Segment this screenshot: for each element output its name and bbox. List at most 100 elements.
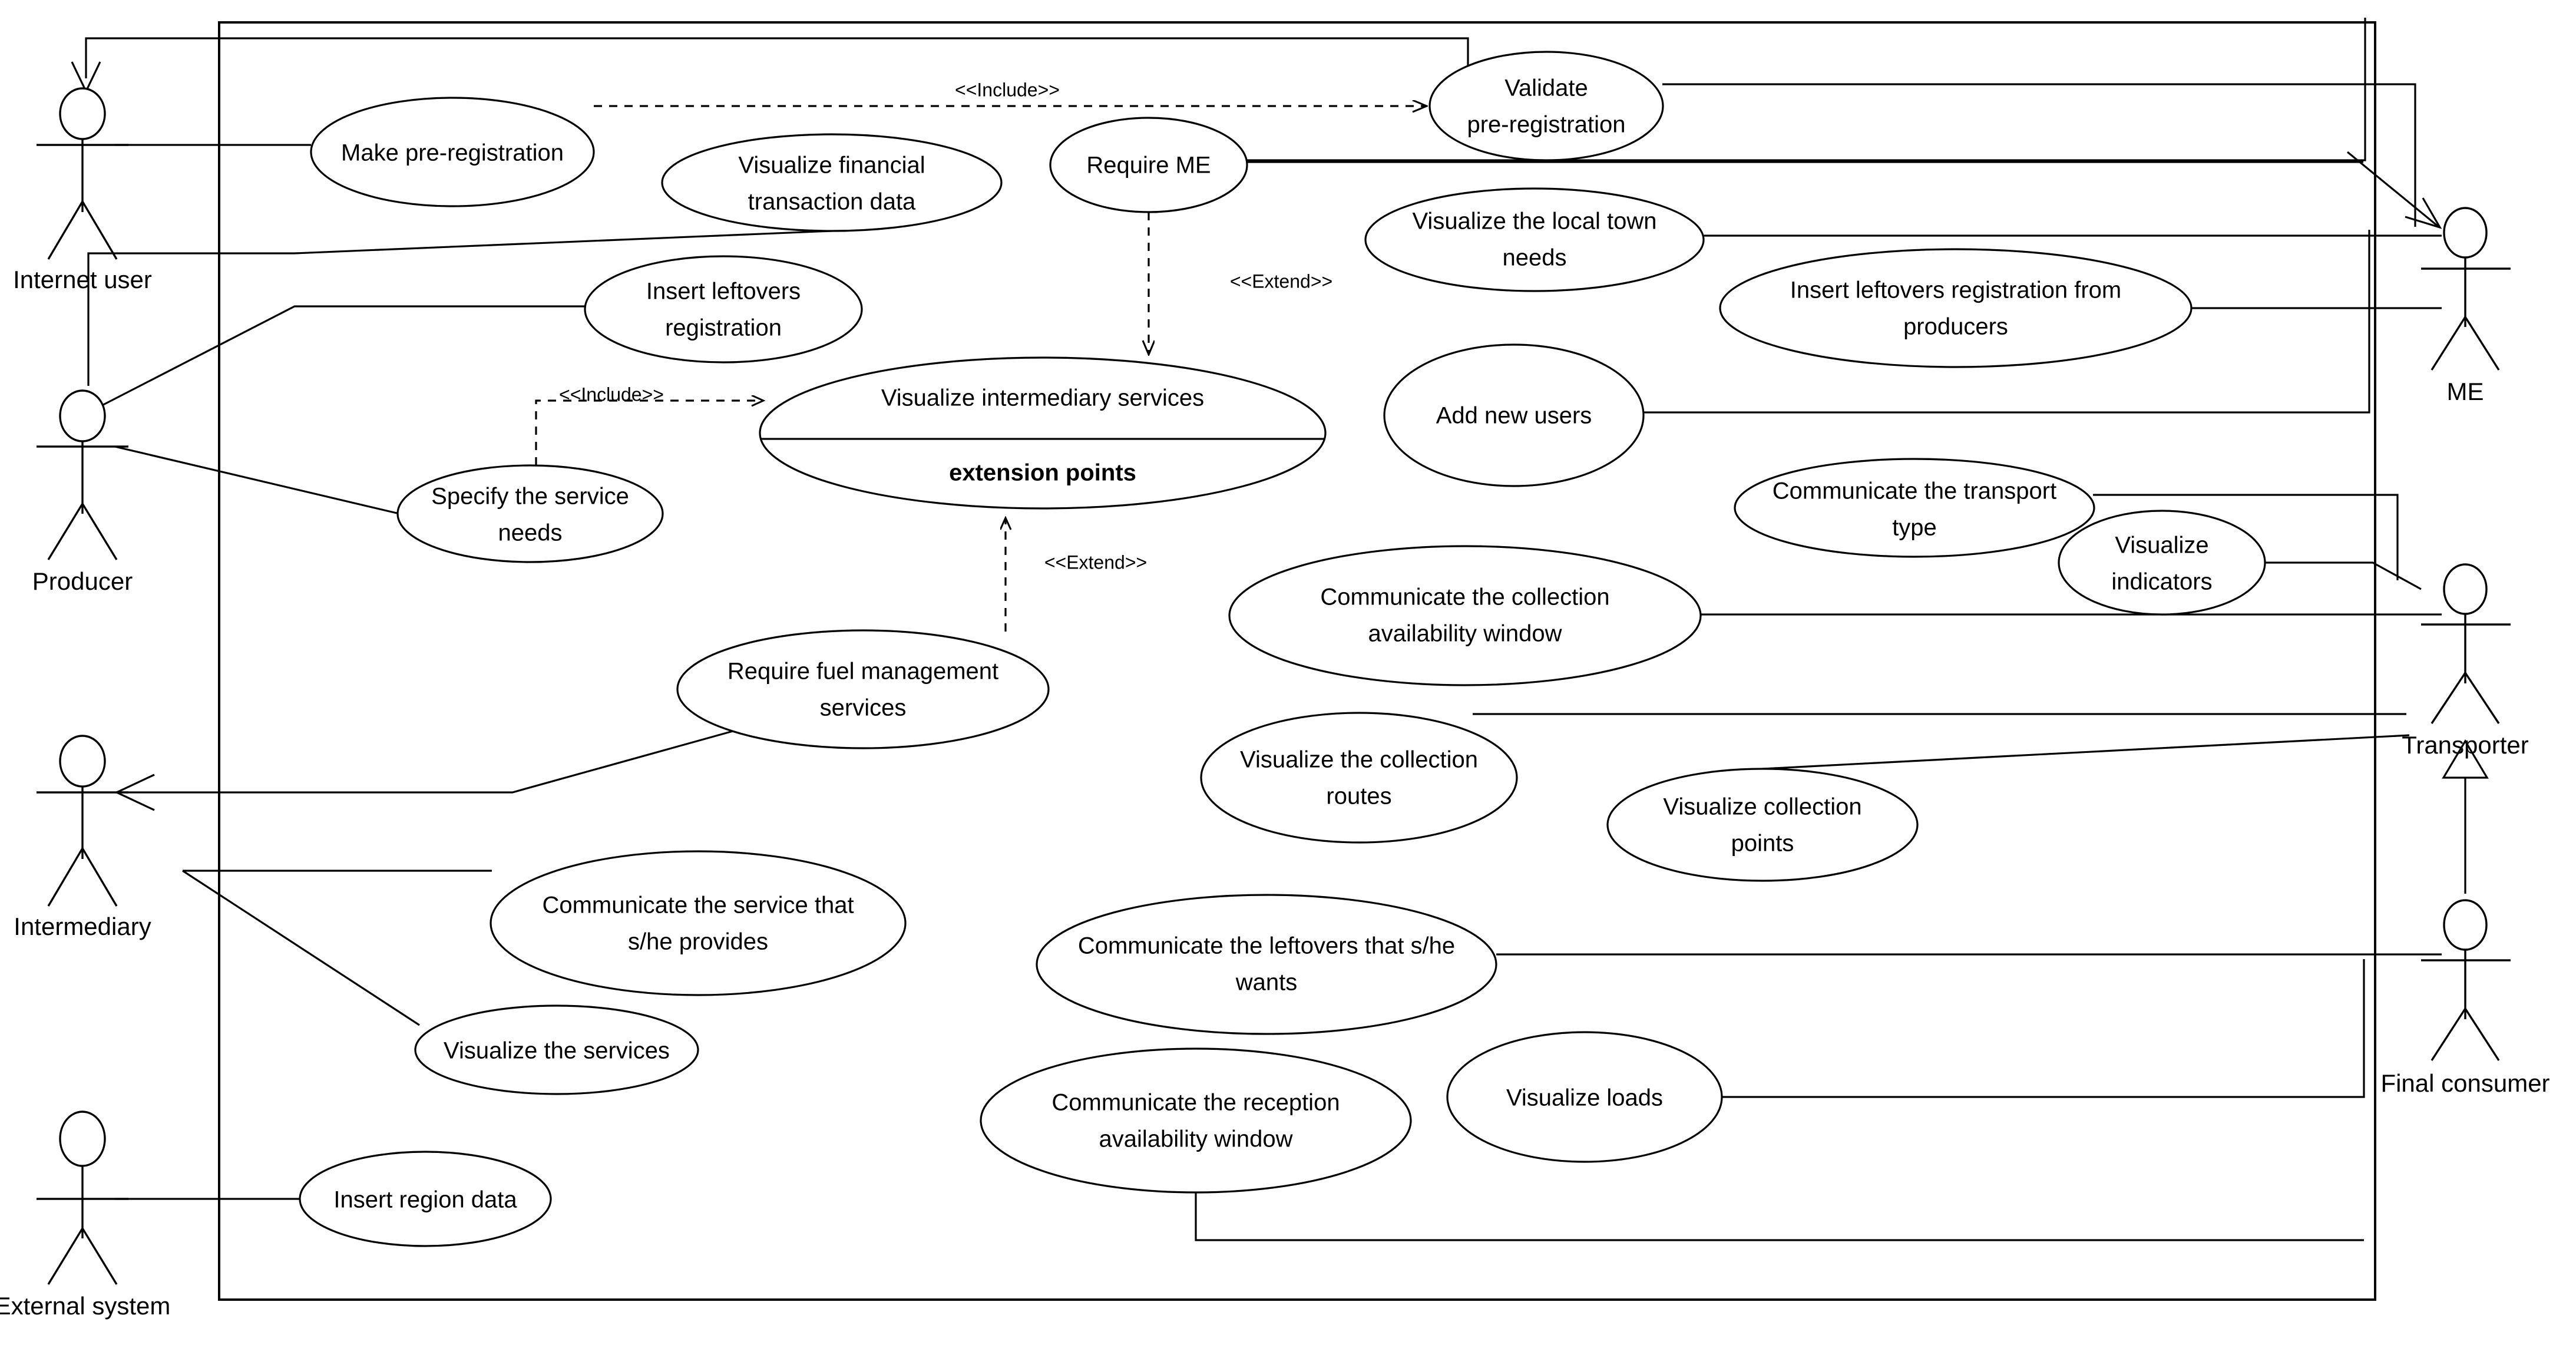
use-case-label-line-2: needs bbox=[498, 520, 563, 546]
use-case-ellipse bbox=[1228, 545, 1702, 686]
actor-head-icon bbox=[2443, 207, 2488, 259]
generalization-triangle bbox=[2442, 739, 2489, 779]
actor-legs-icon bbox=[47, 848, 118, 907]
assoc-diagonal-to-me bbox=[2346, 151, 2440, 228]
use-case-label-line-2: routes bbox=[1326, 784, 1391, 809]
assoc-requirefuel-intermediary bbox=[121, 728, 740, 794]
use-case-visualize-collection-points[interactable]: Visualize collection points bbox=[1606, 768, 1919, 882]
use-case-insert-region-data[interactable]: Insert region data bbox=[299, 1151, 552, 1247]
actor-legs-icon bbox=[47, 1228, 118, 1285]
actor-head-icon bbox=[2443, 563, 2488, 615]
use-case-label-line-1: Visualize bbox=[2115, 533, 2208, 559]
use-case-ellipse bbox=[676, 629, 1050, 749]
assoc-requireme-me bbox=[1247, 18, 2366, 161]
actor-legs-icon bbox=[47, 503, 118, 560]
use-case-add-new-users[interactable]: Add new users bbox=[1383, 343, 1645, 487]
actor-external-system[interactable]: External system bbox=[0, 1111, 170, 1320]
actors-layer: Internet user Producer Intermediary bbox=[0, 87, 2550, 1320]
actor-label-producer: Producer bbox=[32, 567, 133, 595]
actor-legs-icon bbox=[2430, 1008, 2500, 1061]
system-boundary bbox=[218, 21, 2376, 1301]
stereotype-extend-1: <<Extend>> bbox=[1230, 270, 1332, 292]
use-case-ellipse bbox=[1049, 117, 1248, 213]
use-case-ellipse bbox=[1200, 712, 1518, 844]
actor-head-icon bbox=[59, 87, 106, 140]
assoc-visualizeloads-finalconsumer bbox=[1722, 959, 2365, 1098]
use-case-label-line-2: needs bbox=[1503, 245, 1567, 271]
use-case-label-line-1: Visualize collection bbox=[1663, 794, 1861, 820]
actor-intermediary[interactable]: Intermediary bbox=[14, 735, 151, 940]
use-case-ellipse bbox=[396, 464, 664, 563]
use-case-visualize-financial-transaction-data[interactable]: Visualize financial transaction data bbox=[661, 133, 1003, 232]
use-case-ellipse bbox=[1364, 187, 1705, 292]
use-case-label-line-2: wants bbox=[1235, 970, 1298, 996]
assoc-collectionpoints-transporter bbox=[1762, 734, 2410, 770]
use-case-specify-the-service-needs[interactable]: Specify the service needs bbox=[396, 464, 664, 563]
actor-label-final-consumer: Final consumer bbox=[2380, 1069, 2549, 1097]
use-case-label-line-2: pre-registration bbox=[1467, 112, 1625, 138]
use-case-ellipse bbox=[980, 1047, 1412, 1194]
actor-producer[interactable]: Producer bbox=[32, 389, 133, 595]
actor-legs-icon bbox=[2430, 672, 2500, 724]
use-case-make-pre-registration[interactable]: Make pre-registration bbox=[310, 97, 595, 207]
use-case-ellipse bbox=[1383, 343, 1645, 487]
use-case-ellipse bbox=[1734, 458, 2095, 558]
use-case-label-line-1: Communicate the service that bbox=[542, 893, 854, 918]
assoc-addnewusers-me bbox=[1644, 230, 2370, 414]
use-case-communicate-the-collection-availability-window[interactable]: Communicate the collection availability … bbox=[1228, 545, 1702, 686]
use-case-label-line-1: Insert region data bbox=[333, 1187, 517, 1213]
use-case-visualize-the-local-town-needs[interactable]: Visualize the local town needs bbox=[1364, 187, 1705, 292]
use-case-require-me[interactable]: Require ME bbox=[1049, 117, 1248, 213]
actor-transporter[interactable]: Transporter bbox=[2402, 563, 2529, 759]
use-case-label-line-2: availability window bbox=[1099, 1126, 1292, 1152]
stereotype-include-2: <<Include>> bbox=[559, 384, 664, 405]
use-cases-layer: Make pre-registration Visualize financia… bbox=[299, 51, 2266, 1247]
use-case-label-line-2: producers bbox=[1903, 314, 2008, 340]
use-case-validate-pre-registration[interactable]: Validate pre-registration bbox=[1428, 51, 1664, 161]
use-case-label-line-1: Communicate the transport bbox=[1773, 478, 2056, 504]
use-case-label-line-1: Communicate the leftovers that s/he bbox=[1078, 933, 1455, 959]
actor-legs-icon bbox=[2430, 316, 2500, 371]
use-case-insert-leftovers-registration[interactable]: Insert leftovers registration bbox=[584, 255, 863, 363]
actor-label-me: ME bbox=[2447, 378, 2484, 405]
use-case-label-line-1: Visualize intermediary services bbox=[881, 385, 1204, 411]
actor-internet-user[interactable]: Internet user bbox=[13, 87, 152, 293]
use-case-visualize-the-services[interactable]: Visualize the services bbox=[414, 1004, 699, 1095]
use-case-communicate-the-service-that-she-provides[interactable]: Communicate the service that s/he provid… bbox=[490, 850, 907, 996]
use-case-label-line-1: Make pre-registration bbox=[341, 140, 564, 166]
use-case-label-line-1: Require fuel management bbox=[728, 659, 998, 685]
use-case-label-line-2: transaction data bbox=[748, 189, 916, 215]
use-case-label-line-1: Visualize the collection bbox=[1240, 747, 1478, 773]
use-case-label-line-2: s/he provides bbox=[628, 929, 768, 955]
use-case-label-line-2: services bbox=[820, 695, 907, 721]
use-case-visualize-intermediary-services[interactable]: Visualize intermediary services extensio… bbox=[759, 356, 1327, 510]
use-case-visualize-indicators[interactable]: Visualize indicators bbox=[2058, 510, 2266, 616]
use-case-require-fuel-management-services[interactable]: Require fuel management services bbox=[676, 629, 1050, 749]
actor-head-icon bbox=[59, 389, 106, 442]
stereotype-extend-2: <<Extend>> bbox=[1044, 551, 1147, 573]
actor-legs-icon bbox=[47, 201, 118, 260]
use-case-ellipse bbox=[414, 1004, 699, 1095]
use-case-visualize-the-collection-routes[interactable]: Visualize the collection routes bbox=[1200, 712, 1518, 844]
actor-me[interactable]: ME bbox=[2421, 207, 2511, 405]
assoc-validateprereg-internetuser bbox=[85, 37, 1469, 88]
use-case-label-line-1: Validate bbox=[1504, 75, 1588, 101]
use-case-label-line-2: type bbox=[1892, 515, 1937, 541]
actor-head-icon bbox=[59, 1111, 106, 1167]
arrowhead-me bbox=[2405, 197, 2442, 229]
use-case-visualize-loads[interactable]: Visualize loads bbox=[1446, 1031, 1723, 1163]
use-case-label-line-2: registration bbox=[665, 315, 782, 341]
use-case-label-line-2: availability window bbox=[1368, 621, 1562, 647]
use-case-ellipse bbox=[1428, 51, 1664, 161]
assoc-visualizeindicators-transporter bbox=[2265, 561, 2422, 590]
actor-final-consumer[interactable]: Final consumer bbox=[2380, 899, 2550, 1097]
use-case-ellipse bbox=[1036, 894, 1497, 1035]
use-case-communicate-the-reception-availability-window[interactable]: Communicate the reception availability w… bbox=[980, 1047, 1412, 1194]
actor-head-icon bbox=[59, 735, 106, 788]
use-case-insert-leftovers-registration-from-producers[interactable]: Insert leftovers registration from produ… bbox=[1719, 248, 2193, 368]
use-case-communicate-the-transport-type[interactable]: Communicate the transport type bbox=[1734, 458, 2095, 558]
assoc-receptionavailability-finalconsumer bbox=[1195, 1192, 2364, 1241]
use-case-communicate-the-leftovers-that-she-wants[interactable]: Communicate the leftovers that s/he want… bbox=[1036, 894, 1497, 1035]
